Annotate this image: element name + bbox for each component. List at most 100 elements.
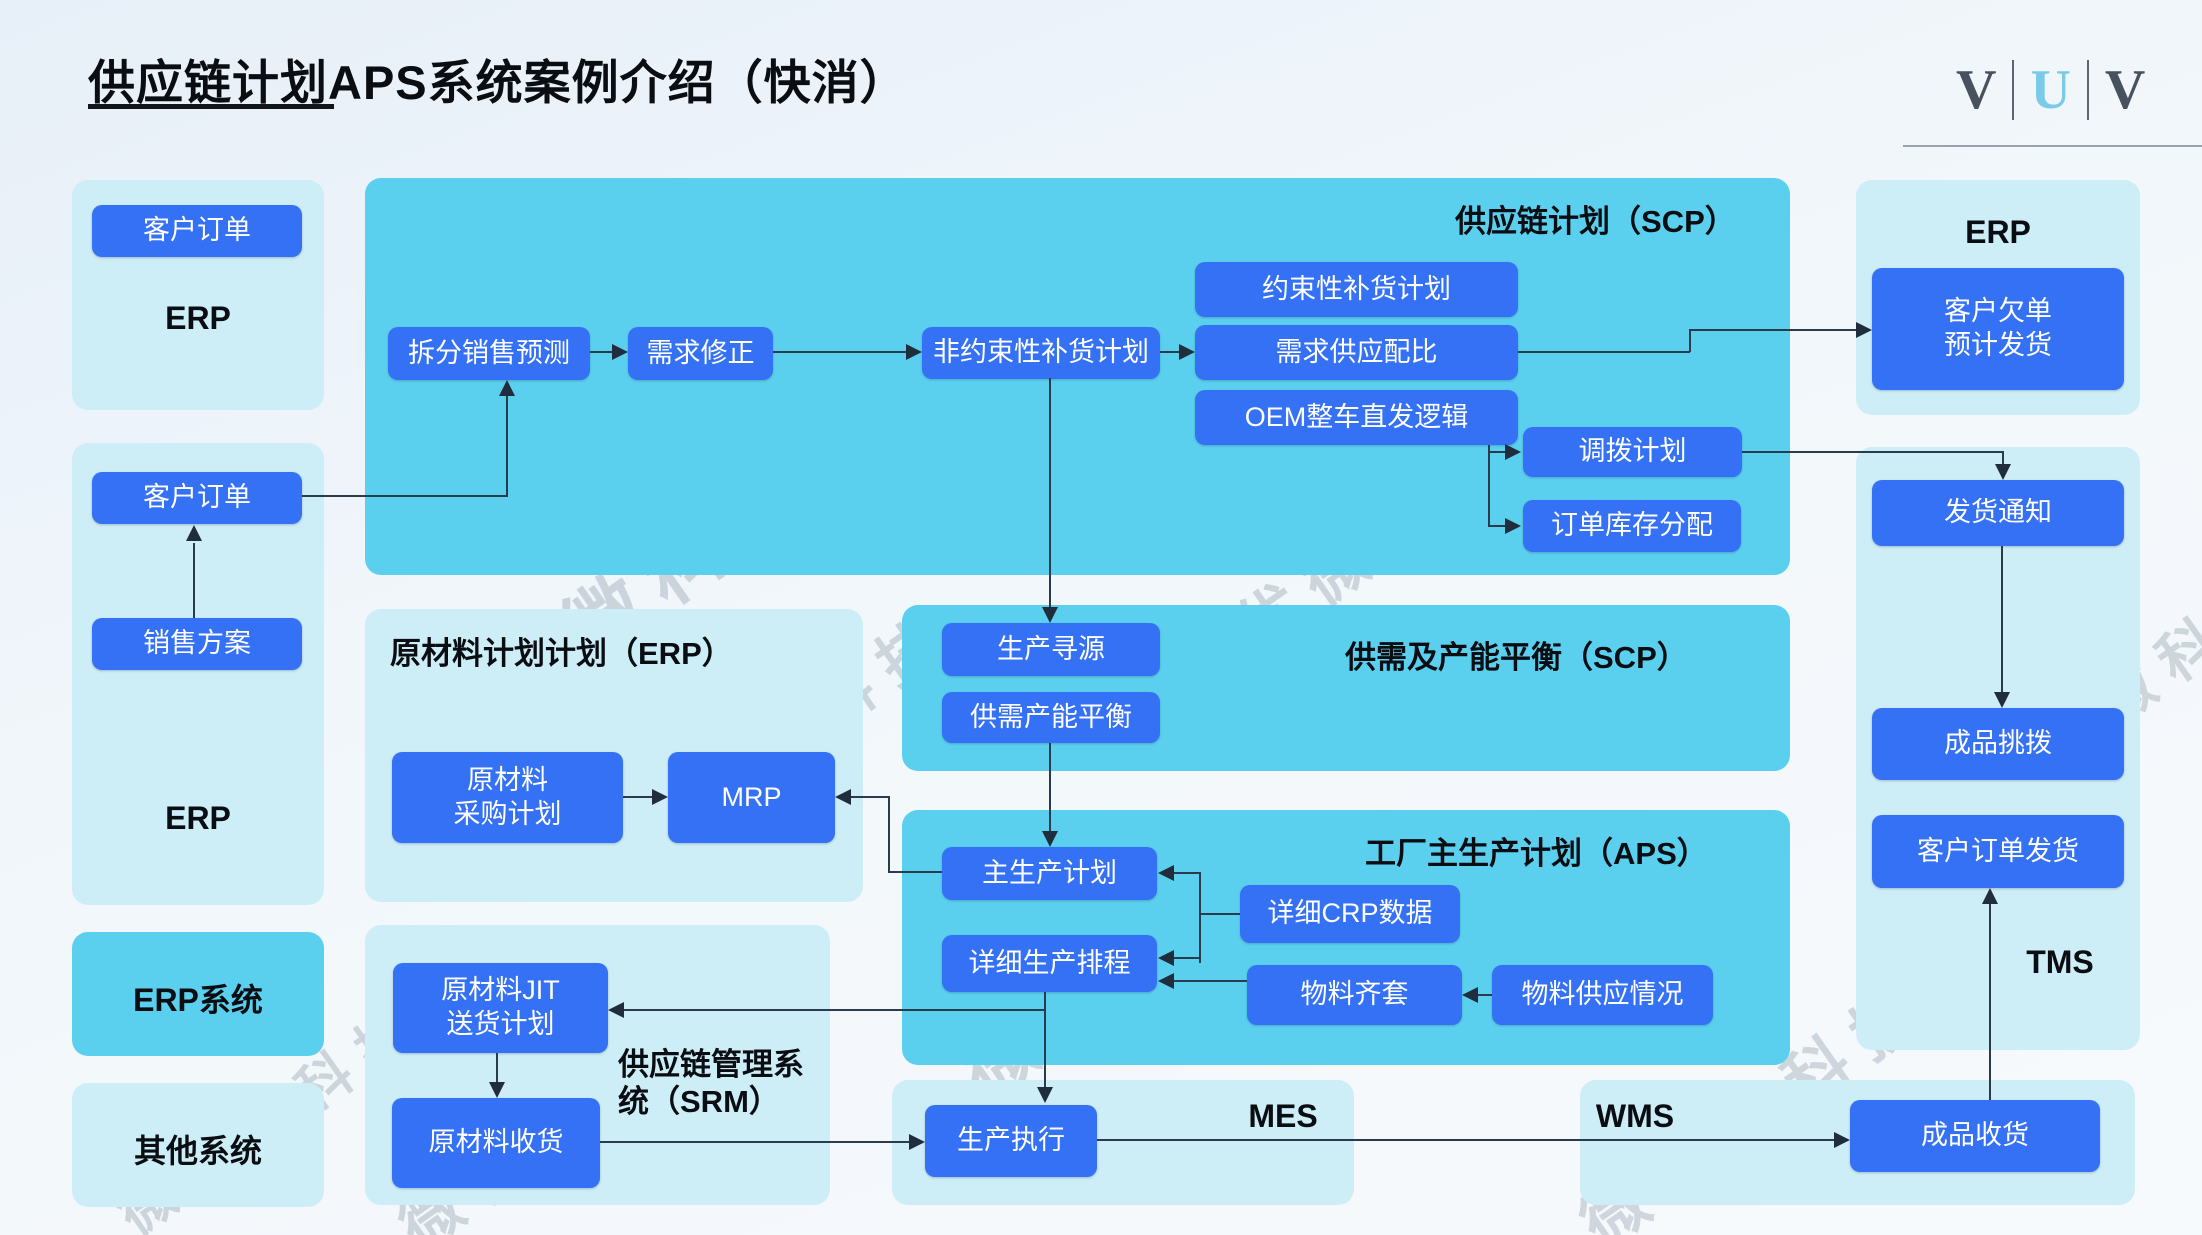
node-label-line2: 送货计划 <box>446 1009 555 1039</box>
arrowhead <box>1994 692 2010 708</box>
connector-line <box>1488 451 1507 453</box>
panel-erp-system <box>72 932 324 1056</box>
connector-line <box>624 1009 1045 1011</box>
block-title-srm-line2: 统（SRM） <box>618 1084 780 1120</box>
block-title-balance: 供需及产能平衡（SCP） <box>1345 640 1688 675</box>
logo-letter-u: U <box>2030 59 2071 121</box>
node-customer-order-mid: 客户订单 <box>92 472 302 524</box>
node-unconstrained-replenishment: 非约束性补货计划 <box>922 327 1160 379</box>
node-label-line2: 采购计划 <box>453 798 562 829</box>
node-label: 非约束性补货计划 <box>933 337 1149 368</box>
connector-line <box>496 1053 498 1084</box>
block-title-srm-line1: 供应链管理系 <box>618 1047 804 1082</box>
node-demand-revision: 需求修正 <box>628 327 773 380</box>
connector-line <box>1518 351 1690 353</box>
node-label: 物料齐套 <box>1300 979 1409 1010</box>
connector-line <box>888 796 890 872</box>
arrowhead <box>1856 322 1872 338</box>
node-customer-backlog-expected-shipment: 客户欠单 预计发货 <box>1872 268 2124 390</box>
node-label: 生产寻源 <box>997 633 1105 664</box>
connector-line <box>1200 913 1240 915</box>
node-label: 供需产能平衡 <box>970 701 1132 732</box>
node-shipment-notice: 发货通知 <box>1872 480 2124 546</box>
logo-letter-v1: V <box>1956 59 1997 121</box>
arrowhead <box>1505 444 1521 460</box>
node-production-execution: 生产执行 <box>925 1105 1097 1177</box>
arrowhead <box>1037 1087 1053 1103</box>
arrowhead <box>612 344 628 360</box>
block-title-material-plan: 原材料计划计划（ERP） <box>390 636 733 671</box>
arrowhead <box>835 789 851 805</box>
arrowhead <box>1179 344 1195 360</box>
node-customer-order-shipment: 客户订单发货 <box>1872 815 2124 888</box>
arrowhead <box>1158 865 1174 881</box>
arrowhead <box>1834 1132 1850 1148</box>
node-customer-order-top: 客户订单 <box>92 205 302 257</box>
node-finished-goods-receipt: 成品收货 <box>1850 1100 2100 1172</box>
node-label: 成品收货 <box>1921 1120 2029 1151</box>
arrowhead <box>1042 831 1058 847</box>
connector-line <box>2001 546 2003 694</box>
block-title-scp: 供应链计划（SCP） <box>1455 204 1736 239</box>
node-label: 发货通知 <box>1944 497 2052 528</box>
connector-line <box>2002 451 2004 466</box>
node-raw-material-purchase-plan: 原材料 采购计划 <box>392 752 623 843</box>
node-sales-plan: 销售方案 <box>92 618 302 670</box>
arrowhead <box>1982 888 1998 904</box>
arrowhead <box>608 1002 624 1018</box>
arrowhead <box>1158 973 1174 989</box>
panel-other-systems <box>72 1083 324 1207</box>
page-title: 供应链计划APS系统案例介绍（快消） <box>88 56 908 109</box>
node-mrp: MRP <box>668 752 835 843</box>
node-label: 客户订单 <box>143 215 251 246</box>
node-label-line2: 预计发货 <box>1944 330 2052 360</box>
node-label-line1: 客户欠单 <box>1944 296 2052 327</box>
node-finished-goods-transfer: 成品挑拨 <box>1872 708 2124 780</box>
title-underline <box>88 104 334 109</box>
node-label-line1: 原材料JIT <box>441 975 560 1006</box>
connector-line <box>600 1141 911 1143</box>
connector-line <box>849 796 888 798</box>
connector-line <box>193 543 195 618</box>
arrowhead <box>1505 518 1521 534</box>
connector-line <box>1199 872 1201 963</box>
node-label: 详细生产排程 <box>968 947 1131 978</box>
block-title-aps: 工厂主生产计划（APS） <box>1365 836 1708 871</box>
node-master-production-plan: 主生产计划 <box>942 847 1157 900</box>
arrowhead <box>1158 950 1174 966</box>
node-constrained-replenishment: 约束性补货计划 <box>1195 262 1518 317</box>
connector-line <box>506 396 508 497</box>
connector-line <box>1488 445 1490 527</box>
system-label-mes: MES <box>1248 1098 1318 1134</box>
node-production-sourcing: 生产寻源 <box>942 623 1160 676</box>
connector-line <box>1044 992 1046 1087</box>
company-logo: V U V <box>1956 58 2145 122</box>
node-label: 调拨计划 <box>1578 436 1687 467</box>
node-detailed-crp-data: 详细CRP数据 <box>1240 885 1460 943</box>
arrowhead <box>489 1082 505 1098</box>
node-split-sales-forecast: 拆分销售预测 <box>388 327 590 380</box>
system-label-erp-right: ERP <box>1965 214 2031 250</box>
header-rule <box>1903 145 2202 147</box>
arrowhead <box>909 1134 925 1150</box>
node-raw-material-jit-delivery-plan: 原材料JIT 送货计划 <box>393 963 608 1053</box>
node-label: MRP <box>721 781 782 812</box>
node-label: 销售方案 <box>143 628 251 659</box>
node-order-inventory-allocation: 订单库存分配 <box>1523 500 1741 552</box>
node-label: 需求供应配比 <box>1275 336 1438 367</box>
node-detailed-production-schedule: 详细生产排程 <box>942 935 1157 992</box>
node-label: 拆分销售预测 <box>408 337 570 368</box>
connector-line <box>1160 351 1181 353</box>
logo-divider <box>2012 60 2015 120</box>
block-title-srm: 供应链管理系 统（SRM） <box>618 1046 804 1120</box>
node-demand-supply-ratio: 需求供应配比 <box>1195 325 1518 380</box>
node-label-line1: 原材料 <box>467 764 548 795</box>
arrowhead <box>652 789 668 805</box>
system-label-erp-system: ERP系统 <box>133 982 263 1018</box>
connector-line <box>590 351 614 353</box>
connector-line <box>623 796 654 798</box>
connector-line <box>888 871 942 873</box>
connector-line <box>1049 743 1051 831</box>
node-transfer-plan: 调拨计划 <box>1523 427 1742 477</box>
